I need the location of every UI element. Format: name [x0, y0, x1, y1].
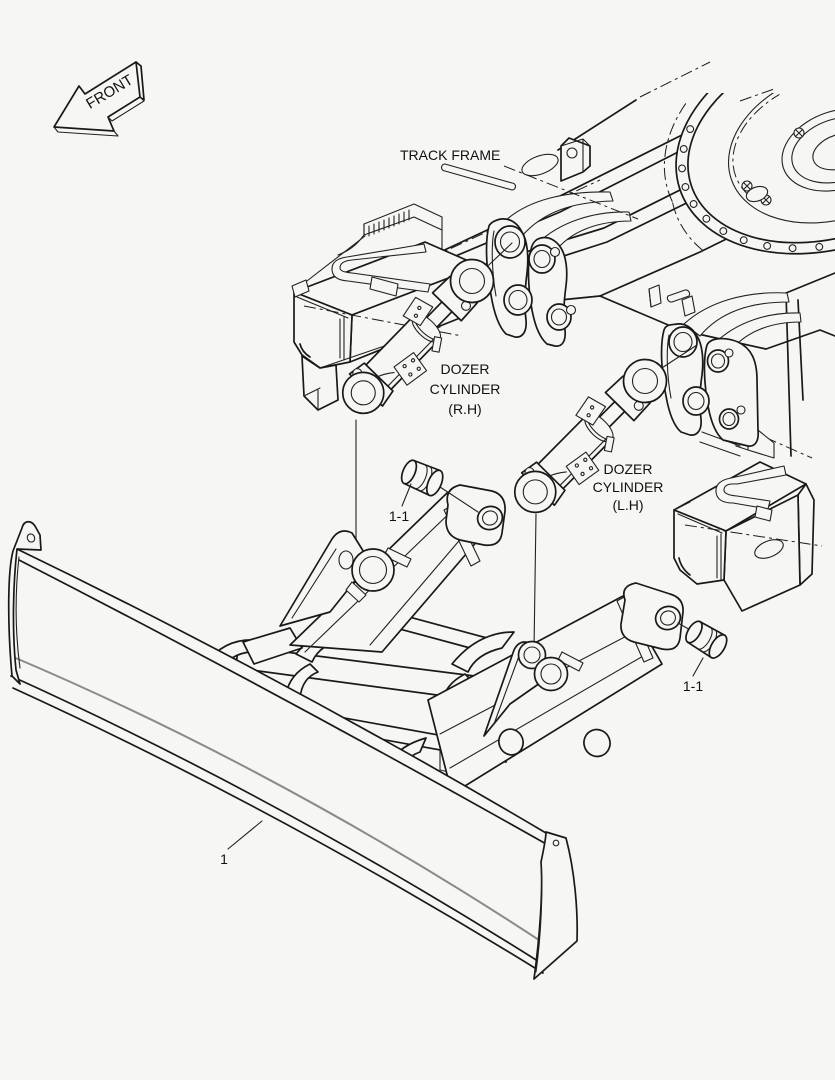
svg-text:1-1: 1-1 — [683, 678, 703, 694]
svg-text:TRACK FRAME: TRACK FRAME — [400, 147, 500, 163]
svg-text:(L.H): (L.H) — [612, 497, 643, 513]
svg-text:DOZER: DOZER — [441, 361, 490, 377]
svg-text:1-1: 1-1 — [389, 508, 409, 524]
svg-text:1: 1 — [220, 851, 228, 867]
svg-text:DOZER: DOZER — [604, 461, 653, 477]
svg-text:(R.H): (R.H) — [448, 401, 481, 417]
svg-text:CYLINDER: CYLINDER — [430, 381, 501, 397]
svg-text:CYLINDER: CYLINDER — [593, 479, 664, 495]
